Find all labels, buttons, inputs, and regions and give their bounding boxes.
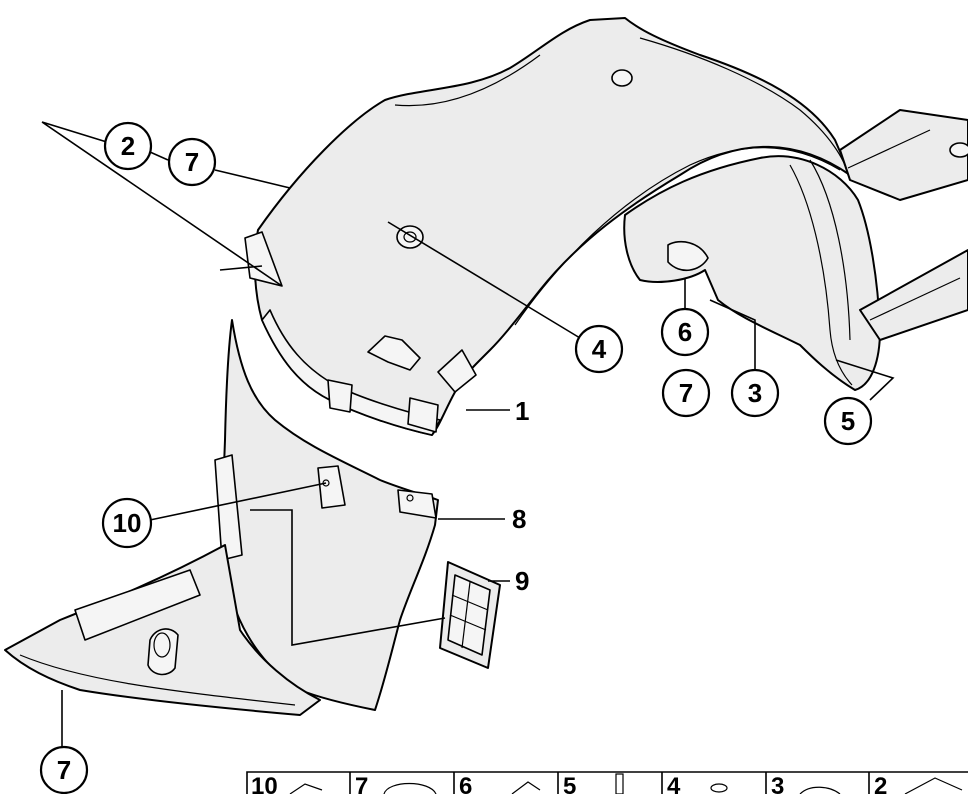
bracket-nut-icon	[511, 781, 541, 794]
callout-6-label: 6	[678, 317, 692, 347]
splash-shield	[4, 544, 321, 716]
legend-cell-5: 5	[563, 773, 624, 794]
legend-label-10: 10	[251, 773, 278, 794]
callout-4: 4	[574, 324, 624, 374]
side-undertray	[839, 109, 968, 341]
callout-7-mid: 7	[661, 368, 711, 418]
label-1: 1	[515, 396, 529, 426]
callout-6: 6	[660, 307, 710, 357]
wheel-arch-liner-rear	[623, 155, 881, 391]
legend-cell-7: 7	[355, 773, 437, 794]
legend-cell-3: 3	[771, 773, 841, 794]
legend-cell-2: 2	[874, 773, 963, 794]
legend-label-5: 5	[563, 773, 576, 794]
callout-5: 5	[823, 396, 873, 446]
callout-7-mid-label: 7	[679, 378, 693, 408]
lower-arch-cover	[214, 319, 439, 711]
legend-label-6: 6	[459, 773, 472, 794]
legend-label-7: 7	[355, 773, 368, 794]
callout-10-label: 10	[113, 508, 142, 538]
callout-4-label: 4	[592, 334, 607, 364]
wheel-arch-liner-front	[244, 17, 851, 436]
expanding-rivet-icon	[383, 783, 437, 794]
clip-icon	[289, 783, 323, 794]
callout-7-top: 7	[167, 137, 217, 187]
callout-3: 3	[730, 368, 780, 418]
label-8: 8	[512, 504, 526, 534]
grommet-icon	[710, 783, 728, 793]
legend-cell-10: 10	[251, 773, 323, 794]
callout-10: 10	[101, 497, 153, 549]
fastener-legend-strip: 10 7 6 5 4 3 2	[246, 771, 968, 794]
callout-3-label: 3	[748, 378, 762, 408]
callout-7-bottom-label: 7	[57, 755, 71, 785]
callout-7-bottom: 7	[39, 745, 89, 794]
leader-lines	[41, 121, 895, 748]
label-9: 9	[515, 566, 529, 596]
vent-grille	[439, 561, 501, 669]
screw-icon	[904, 777, 963, 794]
callout-2: 2	[103, 121, 153, 171]
legend-cell-4: 4	[667, 773, 728, 794]
legend-label-4: 4	[667, 773, 681, 794]
legend-label-3: 3	[771, 773, 784, 794]
pin-icon	[615, 773, 624, 794]
callout-5-label: 5	[841, 406, 855, 436]
legend-cell-6: 6	[459, 773, 541, 794]
callout-2-label: 2	[121, 131, 135, 161]
callout-7-top-label: 7	[185, 147, 199, 177]
spreader-rivet-icon	[799, 786, 841, 794]
legend-label-2: 2	[874, 773, 887, 794]
